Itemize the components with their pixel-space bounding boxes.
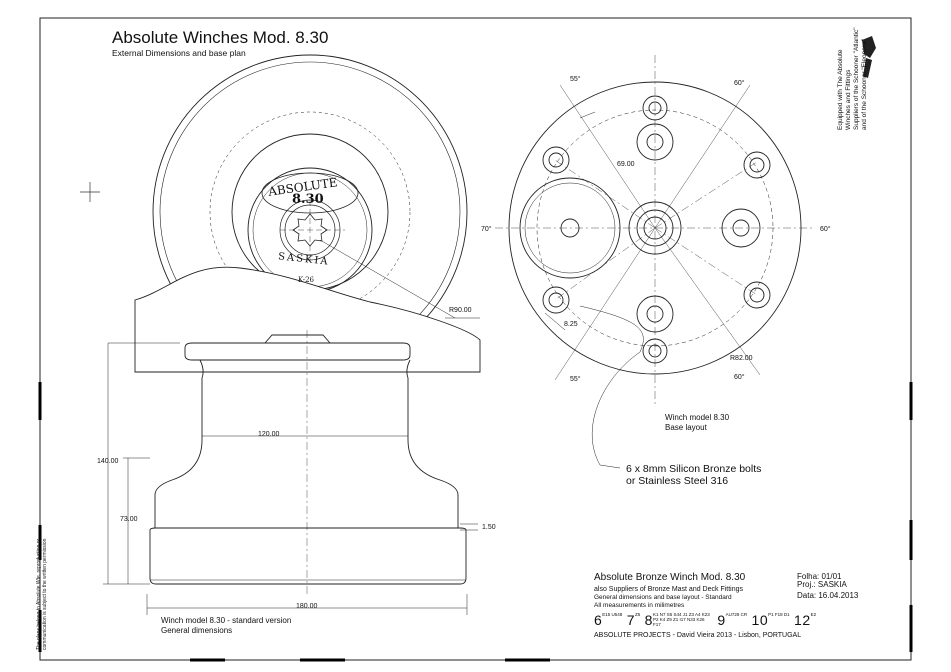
winch-front-view <box>149 330 467 595</box>
title-block-description: General dimensions and base layout - Sta… <box>594 594 732 610</box>
caption-bolts-line1: 6 x 8mm Silicon Bronze bolts <box>626 463 762 475</box>
dim-1-50: 1.50 <box>482 524 496 531</box>
brand-logo-icon <box>862 36 876 78</box>
dim-73: 73.00 <box>120 516 138 523</box>
legal-note: The plans belong to Absolute Wte. reprod… <box>36 539 48 650</box>
dim-r90: R90.00 <box>449 307 472 314</box>
dim-120: 120.00 <box>258 431 280 438</box>
dim-69: 69.00 <box>617 161 635 168</box>
caption-bolts-line2: or Stainless Steel 316 <box>626 475 729 487</box>
dim-140: 140.00 <box>97 458 119 465</box>
cutaway-curve <box>134 266 481 373</box>
side-credit-line4: and of the Schooner "Eleonora" <box>861 39 868 130</box>
code-group: 7Z5 <box>627 612 641 628</box>
code-suffix: P1 F18 D1 <box>768 612 790 617</box>
brand-model: 8.30 <box>292 192 324 207</box>
title-block-subtitle: also Suppliers of Bronze Mast and Deck F… <box>594 586 744 593</box>
title-block-project: Proj.: SASKIA <box>797 580 847 589</box>
angle-70: 70° <box>481 226 492 233</box>
side-credit-line2: Winches and Fittings <box>845 69 852 130</box>
angle-60-top: 60° <box>734 80 745 87</box>
caption-base-line2: Base layout <box>665 423 707 432</box>
code-number: 10 <box>751 612 769 628</box>
code-suffix: E2 <box>810 612 817 617</box>
code-group: 8K1 N7 S5 S44 J1 Z3 A4 K23 P2 K4 Z9 Z1 I… <box>645 612 713 628</box>
code-suffix: Z5 <box>635 612 641 617</box>
title-block-date: Data: 16.04.2013 <box>797 591 859 600</box>
dim-8-25: 8.25 <box>564 321 578 328</box>
code-suffix: K1 N7 S5 S44 J1 Z3 A4 K23 P2 K4 Z9 Z1 I1… <box>652 612 710 627</box>
side-credit: Equipped with The Absolute Winches and F… <box>837 27 869 130</box>
code-number: 7 <box>626 612 635 628</box>
caption-front-view: Winch model 8.30 - standard version Gene… <box>161 616 291 636</box>
code-group: 6E15 U548 <box>594 612 622 628</box>
code-number: 6 <box>594 612 603 628</box>
title-block-sheet: Folha: 01/01 <box>797 572 842 581</box>
code-group: 12E2 <box>794 612 816 628</box>
code-number: 12 <box>794 612 811 628</box>
title-block-desc2: All measurements in milimetres <box>594 602 685 609</box>
drawing-subtitle: External Dimensions and base plan <box>112 48 246 58</box>
code-suffix: E15 U548 <box>602 612 623 617</box>
code-suffix: AU728 CR <box>725 612 748 617</box>
caption-base-layout: Winch model 8.30 Base layout <box>665 413 729 433</box>
code-group: 10P1 F18 D1 <box>752 612 790 628</box>
drawing-title: Absolute Winches Mod. 8.30 <box>112 28 329 47</box>
code-group: 9AU728 CR <box>717 612 747 628</box>
front-dimension-lines <box>103 342 478 615</box>
angle-60-bottom: 60° <box>734 374 745 381</box>
legal-note-line2: communication is subject to the written … <box>42 538 48 650</box>
angle-55-top: 55° <box>570 76 581 83</box>
code-number: 9 <box>717 612 726 628</box>
register-marks <box>38 382 913 662</box>
caption-base-line1: Winch model 8.30 <box>665 413 730 422</box>
dim-180: 180.00 <box>296 603 318 610</box>
caption-front-line2: General dimensions <box>161 626 233 635</box>
angle-55-bottom: 55° <box>570 376 581 383</box>
title-block-desc1: General dimensions and base layout - Sta… <box>594 594 732 601</box>
dim-r82: R82.00 <box>730 355 753 362</box>
sheet-border <box>39 17 912 661</box>
title-block-codes: 6E15 U548 7Z5 8K1 N7 S5 S44 J1 Z3 A4 K23… <box>594 612 816 628</box>
caption-front-line1: Winch model 8.30 - standard version <box>161 616 292 625</box>
side-credit-line1: Equipped with The Absolute <box>837 49 844 130</box>
title-block-footer: ABSOLUTE PROJECTS - David Vieira 2013 - … <box>594 632 802 639</box>
angle-60-right: 60° <box>820 226 831 233</box>
brand-code: K-26 <box>298 276 314 284</box>
title-block-title: Absolute Bronze Winch Mod. 8.30 <box>594 572 746 583</box>
side-credit-line3: Suppliers of the Schooner "Atlantic" <box>853 27 860 130</box>
caption-bolts: 6 x 8mm Silicon Bronze bolts or Stainles… <box>626 463 761 487</box>
base-plan <box>495 55 815 469</box>
code-number: 8 <box>644 612 653 628</box>
